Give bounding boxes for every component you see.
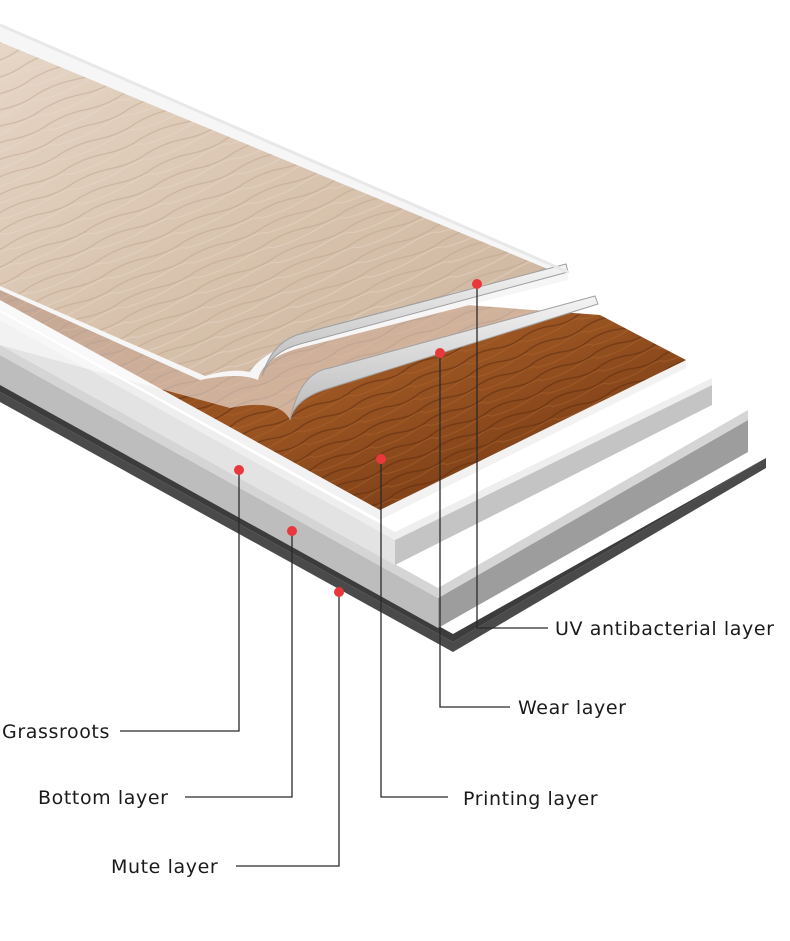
wear-marker-dot <box>435 348 445 358</box>
uv-layer-board <box>0 23 569 380</box>
bottom-marker-dot <box>287 526 297 536</box>
wear-label: Wear layer <box>518 697 627 719</box>
grassroots-leader-line <box>120 470 240 732</box>
mute-marker-dot <box>334 587 344 597</box>
callout-labels: UV antibacterial layer Wear layer Printi… <box>2 618 775 878</box>
grassroots-slab <box>0 312 712 565</box>
mute-leader-line <box>236 592 340 867</box>
wear-leader-line <box>439 353 510 708</box>
grassroots-label: Grassroots <box>2 721 110 743</box>
bottom-label: Bottom layer <box>38 787 169 809</box>
printing-leader-line <box>380 459 448 798</box>
uv-label: UV antibacterial layer <box>555 618 775 640</box>
bottom-leader-line <box>185 531 293 798</box>
mute-label: Mute layer <box>111 856 218 878</box>
printing-label: Printing layer <box>463 788 598 810</box>
bottom-layer-slab <box>0 345 748 628</box>
grassroots-marker-dot <box>234 465 244 475</box>
leader-lines <box>120 284 548 867</box>
uv-marker-dot <box>472 279 482 289</box>
marker-dots <box>234 279 482 597</box>
uv-leader-line <box>476 284 548 629</box>
printing-marker-dot <box>376 454 386 464</box>
